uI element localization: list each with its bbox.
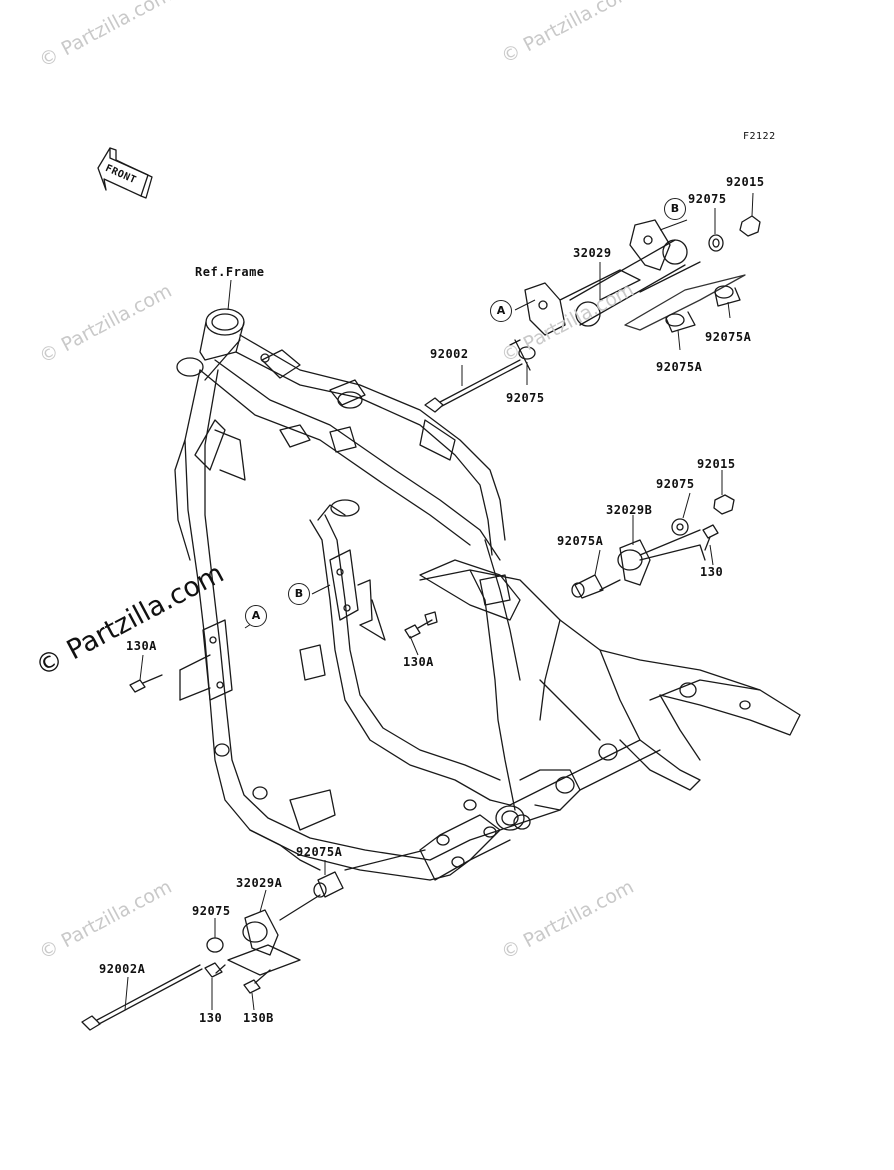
callout-a-top: A: [490, 300, 512, 322]
washer-92075-bot: [207, 938, 223, 952]
part-label-92075A-top-left: 92075A: [656, 360, 703, 374]
part-label-92002: 92002: [430, 347, 469, 361]
bracket-32029A: [243, 910, 278, 955]
bolt-130A-left: [130, 675, 162, 692]
callout-a-mid: A: [245, 605, 267, 627]
washer-92075-top: [709, 235, 723, 251]
part-label-92002A: 92002A: [99, 962, 146, 976]
part-label-92015-top: 92015: [726, 175, 765, 189]
bolt-92002A: [82, 965, 202, 1030]
nut-92015-mid: [714, 495, 734, 514]
part-label-32029A: 32029A: [236, 876, 283, 890]
bracket-32029B: [618, 530, 700, 585]
part-label-92075-bot: 92075: [192, 904, 231, 918]
part-label-130-bot: 130: [199, 1011, 223, 1025]
front-arrow-icon: [98, 148, 152, 198]
washer-92075-mid: [519, 347, 535, 359]
nut-92015-top: [740, 216, 760, 236]
center-engine-mount-plate: [330, 550, 385, 640]
part-label-130-mid: 130: [700, 565, 724, 579]
callout-b-top: B: [664, 198, 686, 220]
diagram-code: F2122: [743, 131, 776, 142]
part-label-92075-mid: 92075: [506, 391, 545, 405]
part-label-130A-left: 130A: [126, 639, 157, 653]
part-label-92075A-top-right: 92075A: [705, 330, 752, 344]
top-mount-bracket-32029: [525, 220, 687, 335]
bolt-130-bot: [205, 963, 225, 977]
part-label-92075A-mid: 92075A: [557, 534, 604, 548]
bolt-92002: [425, 360, 522, 412]
part-label-92015-mid: 92015: [697, 457, 736, 471]
part-label-92075-top: 92075: [688, 192, 727, 206]
part-label-32029: 32029: [573, 246, 612, 260]
part-label-92075-mid2: 92075: [656, 477, 695, 491]
part-label-92075A-bot: 92075A: [296, 845, 343, 859]
part-label-130B: 130B: [243, 1011, 274, 1025]
bushing-92075A-bot: [280, 872, 343, 920]
front-down-tube: [185, 370, 430, 880]
washer-92075-mid2: [672, 519, 688, 535]
bolt-130A-mid: [405, 612, 437, 638]
part-label-130A-mid: 130A: [403, 655, 434, 669]
left-engine-mount-plate: [180, 620, 232, 700]
bushing-92075A-top: [666, 286, 740, 332]
part-label-32029B: 32029B: [606, 503, 653, 517]
bolt-130-mid: [703, 525, 718, 550]
steering-head: [177, 309, 244, 376]
ref-frame-label: Ref.Frame: [195, 265, 265, 279]
bushing-92075A-mid: [572, 575, 620, 598]
callout-b-mid: B: [288, 583, 310, 605]
dashed-leader-top: [625, 262, 745, 330]
backbone-tube: [240, 335, 505, 540]
